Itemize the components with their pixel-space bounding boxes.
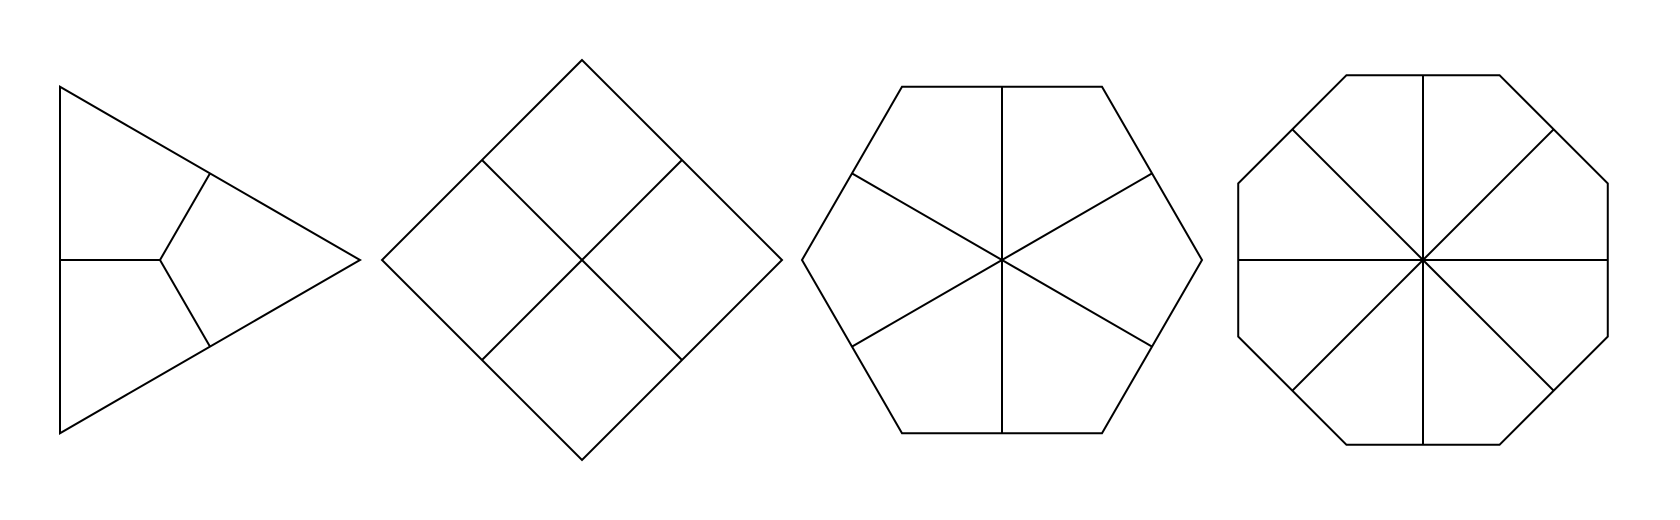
hexagon-divider-3	[851, 172, 1003, 261]
hexagon-divider-1	[1001, 172, 1153, 261]
octagon-divider-5	[1291, 259, 1424, 392]
triangle-figure	[59, 85, 362, 435]
octagon-divider-3	[1291, 128, 1424, 261]
square-divider-1	[481, 159, 583, 261]
hexagon-divider-6	[1001, 259, 1153, 348]
hexagon-figure	[800, 85, 1204, 435]
hexagon-divider-4	[851, 259, 1003, 348]
triangle-divider-3	[159, 259, 211, 348]
square-divider-2	[481, 259, 583, 361]
octagon-divider-7	[1422, 259, 1555, 392]
octagon-outline	[1237, 74, 1609, 446]
square-divider-3	[581, 259, 683, 361]
octagon-figure	[1237, 74, 1609, 446]
octagon-divider-1	[1422, 128, 1555, 261]
square-figure	[380, 58, 784, 462]
square-divider-4	[581, 159, 683, 261]
hexagon-outline	[800, 85, 1204, 435]
triangle-divider-1	[159, 172, 211, 261]
square-outline	[380, 58, 784, 462]
